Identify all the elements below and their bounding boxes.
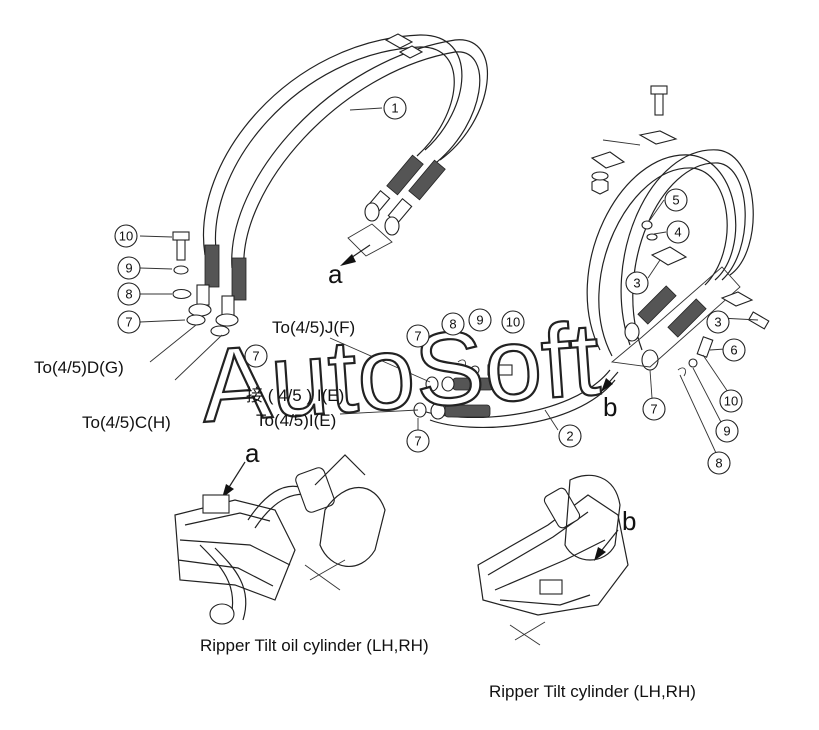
left-loose-parts — [172, 231, 230, 337]
callout-number: 7 — [414, 434, 421, 449]
label-to-jf: To(4/5)J(F) — [272, 318, 355, 337]
callout-number: 9 — [125, 261, 132, 276]
letter-b-right: b — [603, 392, 617, 422]
callout-2: 2 — [558, 424, 582, 448]
callout-number: 10 — [724, 394, 738, 409]
callout-number: 6 — [730, 343, 737, 358]
callout-7-mid: 7 — [406, 324, 430, 348]
ripper-tilt-cylinder-drawing — [477, 474, 629, 646]
callout-9-right: 9 — [715, 419, 739, 443]
letter-a-bottom: a — [245, 438, 260, 468]
callout-8-right: 8 — [707, 451, 731, 475]
leader-lines — [139, 107, 759, 454]
callout-number: 5 — [672, 193, 679, 208]
callout-number: 10 — [506, 315, 520, 330]
callout-number: 3 — [714, 315, 721, 330]
callout-number: 7 — [650, 402, 657, 417]
callout-number: 7 — [252, 349, 259, 364]
letter-a-top: a — [328, 259, 343, 289]
callout-10-mid: 10 — [501, 310, 525, 334]
callout-number: 4 — [674, 225, 681, 240]
callout-number: 7 — [125, 315, 132, 330]
callout-number: 8 — [715, 456, 722, 471]
callout-number: 3 — [633, 276, 640, 291]
callout-number: 10 — [119, 229, 133, 244]
callout-9-mid: 9 — [468, 308, 492, 332]
callout-10-left: 10 — [114, 224, 138, 248]
callout-3-left: 3 — [625, 271, 649, 295]
letter-b-bottom: b — [622, 506, 636, 536]
callout-9-left: 9 — [117, 256, 141, 280]
callout-number: 7 — [414, 329, 421, 344]
callout-5: 5 — [664, 188, 688, 212]
callout-4: 4 — [666, 220, 690, 244]
callout-8-left: 8 — [117, 282, 141, 306]
callout-number: 8 — [449, 317, 456, 332]
caption-ripper-tilt-oil-cylinder: Ripper Tilt oil cylinder (LH,RH) — [200, 636, 429, 655]
callout-number: 9 — [723, 424, 730, 439]
callout-3-right: 3 — [706, 310, 730, 334]
callout-1: 1 — [383, 96, 407, 120]
label-jie-ie: 接 ( 4/5 ) I(E) — [246, 386, 344, 405]
reference-arrows — [222, 244, 619, 561]
callout-8-mid: 8 — [441, 312, 465, 336]
label-to-ie: To(4/5)I(E) — [256, 411, 336, 430]
callout-10-right: 10 — [719, 389, 743, 413]
watermark-text: AutoSoft — [197, 301, 603, 445]
label-to-dg: To(4/5)D(G) — [34, 358, 124, 377]
callout-6: 6 — [722, 338, 746, 362]
caption-ripper-tilt-cylinder: Ripper Tilt cylinder (LH,RH) — [489, 682, 696, 701]
hose-assembly-1 — [188, 33, 488, 327]
hose-assembly-2 — [413, 85, 770, 429]
callout-number: 9 — [476, 313, 483, 328]
callout-7-mid-left: 7 — [244, 344, 268, 368]
callout-7-bottom-mid: 7 — [406, 429, 430, 453]
callout-number: 1 — [391, 101, 398, 116]
ripper-tilt-oil-cylinder-drawing — [174, 454, 386, 625]
label-to-ch: To(4/5)C(H) — [82, 413, 171, 432]
callout-7-right: 7 — [642, 397, 666, 421]
callout-number: 8 — [125, 287, 132, 302]
callout-number: 2 — [566, 429, 573, 444]
callout-7-left: 7 — [117, 310, 141, 334]
